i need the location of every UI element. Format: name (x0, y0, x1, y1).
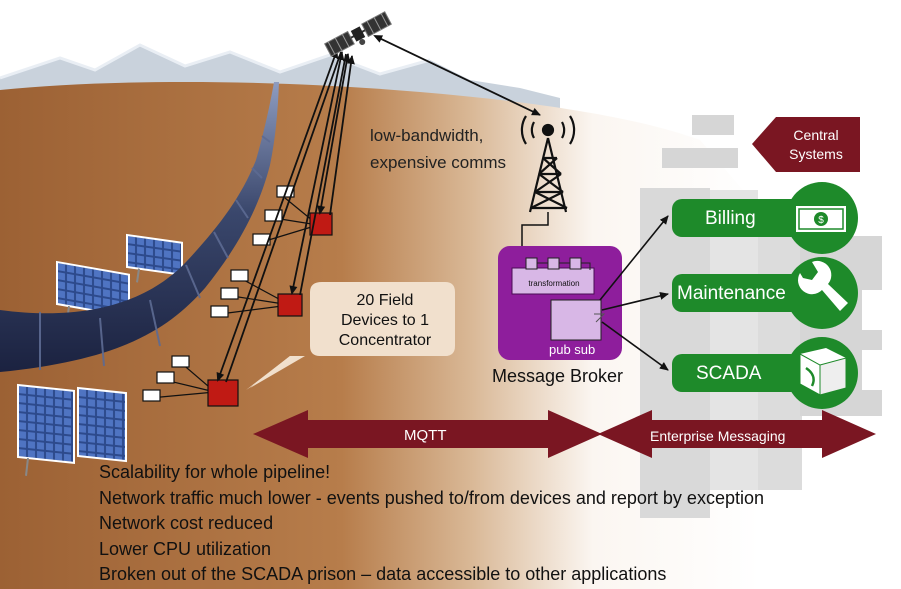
satellite-links (216, 35, 541, 383)
radio-tower-icon (520, 115, 576, 260)
scada-pill (672, 337, 858, 409)
broker-system-links (599, 215, 669, 371)
callout-line: 20 Field (356, 292, 414, 309)
comms-note-line: low-bandwidth, (370, 126, 484, 145)
message-broker-label: Message Broker (492, 366, 624, 386)
callout-line: Concentrator (338, 332, 432, 349)
pubsub-label: pub sub (549, 342, 596, 357)
scada-label: SCADA (696, 363, 762, 384)
solar-panel (126, 233, 183, 283)
maintenance-label: Maintenance (677, 283, 786, 304)
central-systems-line: Systems (789, 146, 843, 162)
maintenance-pill (672, 257, 858, 329)
solar-panels (17, 233, 183, 477)
satellite-icon (324, 11, 392, 57)
comms-note-line: expensive comms (370, 153, 507, 172)
callout-text: 20 Field Devices to 1 Concentrator (322, 291, 448, 351)
central-systems-label: Central Systems (775, 126, 857, 164)
benefit-item: Broken out of the SCADA prison – data ac… (99, 564, 667, 584)
benefit-item: Scalability for whole pipeline! (99, 462, 331, 482)
enterprise-messaging-label: Enterprise Messaging (650, 428, 786, 444)
money-bill-icon: $ (796, 206, 846, 232)
enterprise-arrow (598, 410, 876, 458)
benefit-item: Network traffic much lower - events push… (99, 487, 764, 508)
mqtt-arrow (253, 410, 602, 458)
billing-pill: $ (672, 182, 858, 254)
benefits-list: Scalability for whole pipeline! Network … (99, 460, 764, 588)
solar-panel (17, 383, 75, 477)
solar-panel (77, 386, 127, 463)
concentrator-callout (246, 282, 455, 390)
scada-box-icon (799, 348, 847, 396)
mqtt-label: MQTT (404, 427, 447, 444)
transformation-label: transformation (528, 279, 580, 288)
central-systems-line: Central (793, 127, 839, 143)
billing-label: Billing (705, 208, 756, 229)
device-cluster (142, 355, 239, 407)
benefit-item: Network cost reduced (99, 513, 274, 533)
central-systems-tag (752, 117, 860, 172)
callout-line: Devices to 1 (340, 312, 430, 329)
svg-text:$: $ (818, 215, 824, 226)
message-broker (498, 246, 622, 360)
benefit-item: Lower CPU utilization (99, 538, 272, 559)
wrench-icon (798, 260, 848, 311)
comms-note: low-bandwidth, expensive comms (370, 122, 506, 176)
